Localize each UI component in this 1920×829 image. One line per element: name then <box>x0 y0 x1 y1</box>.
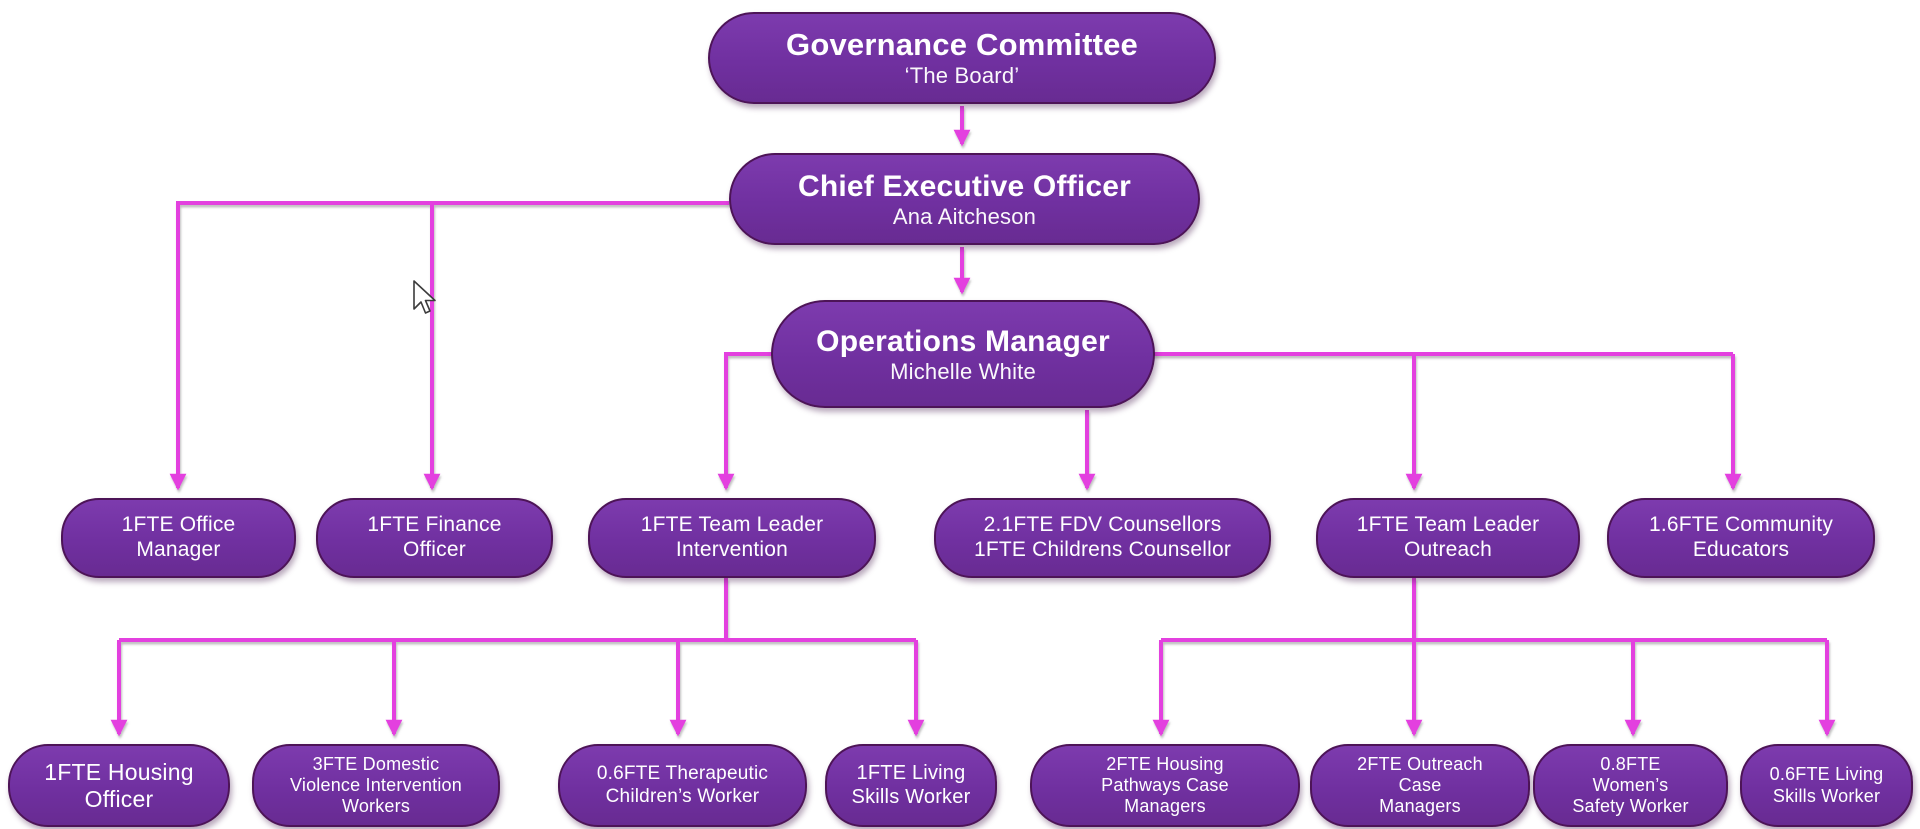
org-node-governance: Governance Committee‘The Board’ <box>708 12 1216 104</box>
node-text-line: Pathways Case <box>1101 774 1229 795</box>
node-text-line: 2FTE Housing <box>1106 753 1224 774</box>
node-text-line: 1FTE Office <box>121 513 236 537</box>
node-title: Operations Manager <box>816 324 1110 359</box>
node-text-line: Governance Committee <box>786 27 1138 62</box>
node-text-line: 1FTE Team Leader <box>1356 513 1540 537</box>
node-text-line: 1FTE Finance <box>367 513 502 537</box>
node-text-line: Safety Worker <box>1572 796 1689 817</box>
node-text-line: 0.6FTE Living <box>1769 764 1884 785</box>
node-text-line: Officer <box>403 538 466 561</box>
node-text-line: 3FTE Domestic <box>312 753 440 774</box>
node-text-line: 1.6FTE Community <box>1648 513 1834 537</box>
node-text-line: Outreach <box>1404 538 1492 561</box>
node-text-line: Chief Executive Officer <box>797 169 1132 203</box>
node-text-line: Managers <box>1124 796 1206 817</box>
node-text-line: Operations Manager <box>816 324 1110 358</box>
node-text-line: 2FTE Outreach <box>1357 753 1483 774</box>
node-subtitle: Ana Aitcheson <box>892 203 1037 229</box>
node-text-line: Violence Intervention <box>290 774 462 795</box>
node-text-line: Women’s <box>1592 774 1669 795</box>
node-text-line: 2.1FTE FDV Counsellors <box>983 513 1222 537</box>
node-text-line: Workers <box>341 796 411 817</box>
mouse-cursor <box>413 280 436 314</box>
node-text-line: Managers <box>1379 796 1461 817</box>
node-text-line: Officer <box>84 785 154 812</box>
node-subtitle: Michelle White <box>890 358 1036 384</box>
node-text-line: Children’s Worker <box>605 785 760 807</box>
connector <box>169 201 729 491</box>
node-title: Chief Executive Officer <box>798 169 1131 204</box>
node-text-line: 1FTE Living <box>856 762 966 785</box>
node-text-line: Manager <box>136 538 221 561</box>
node-text-line: 1FTE Childrens Counsellor <box>973 538 1232 561</box>
node-text-line: Case <box>1398 774 1442 795</box>
node-title: Governance Committee <box>786 27 1138 63</box>
connector <box>717 352 773 491</box>
node-text-line: Educators <box>1692 538 1790 561</box>
node-text-line: Skills Worker <box>1772 785 1881 806</box>
node-text-line: Skills Worker <box>851 785 971 808</box>
node-text-line: 1FTE Team Leader <box>640 513 824 537</box>
node-text-line: Intervention <box>675 538 789 561</box>
node-text-line: 0.6FTE Therapeutic <box>596 763 769 785</box>
node-text-line: 1FTE Housing <box>44 758 194 785</box>
node-text-line: 0.8FTE <box>1600 753 1661 774</box>
node-subtitle: ‘The Board’ <box>904 63 1020 89</box>
